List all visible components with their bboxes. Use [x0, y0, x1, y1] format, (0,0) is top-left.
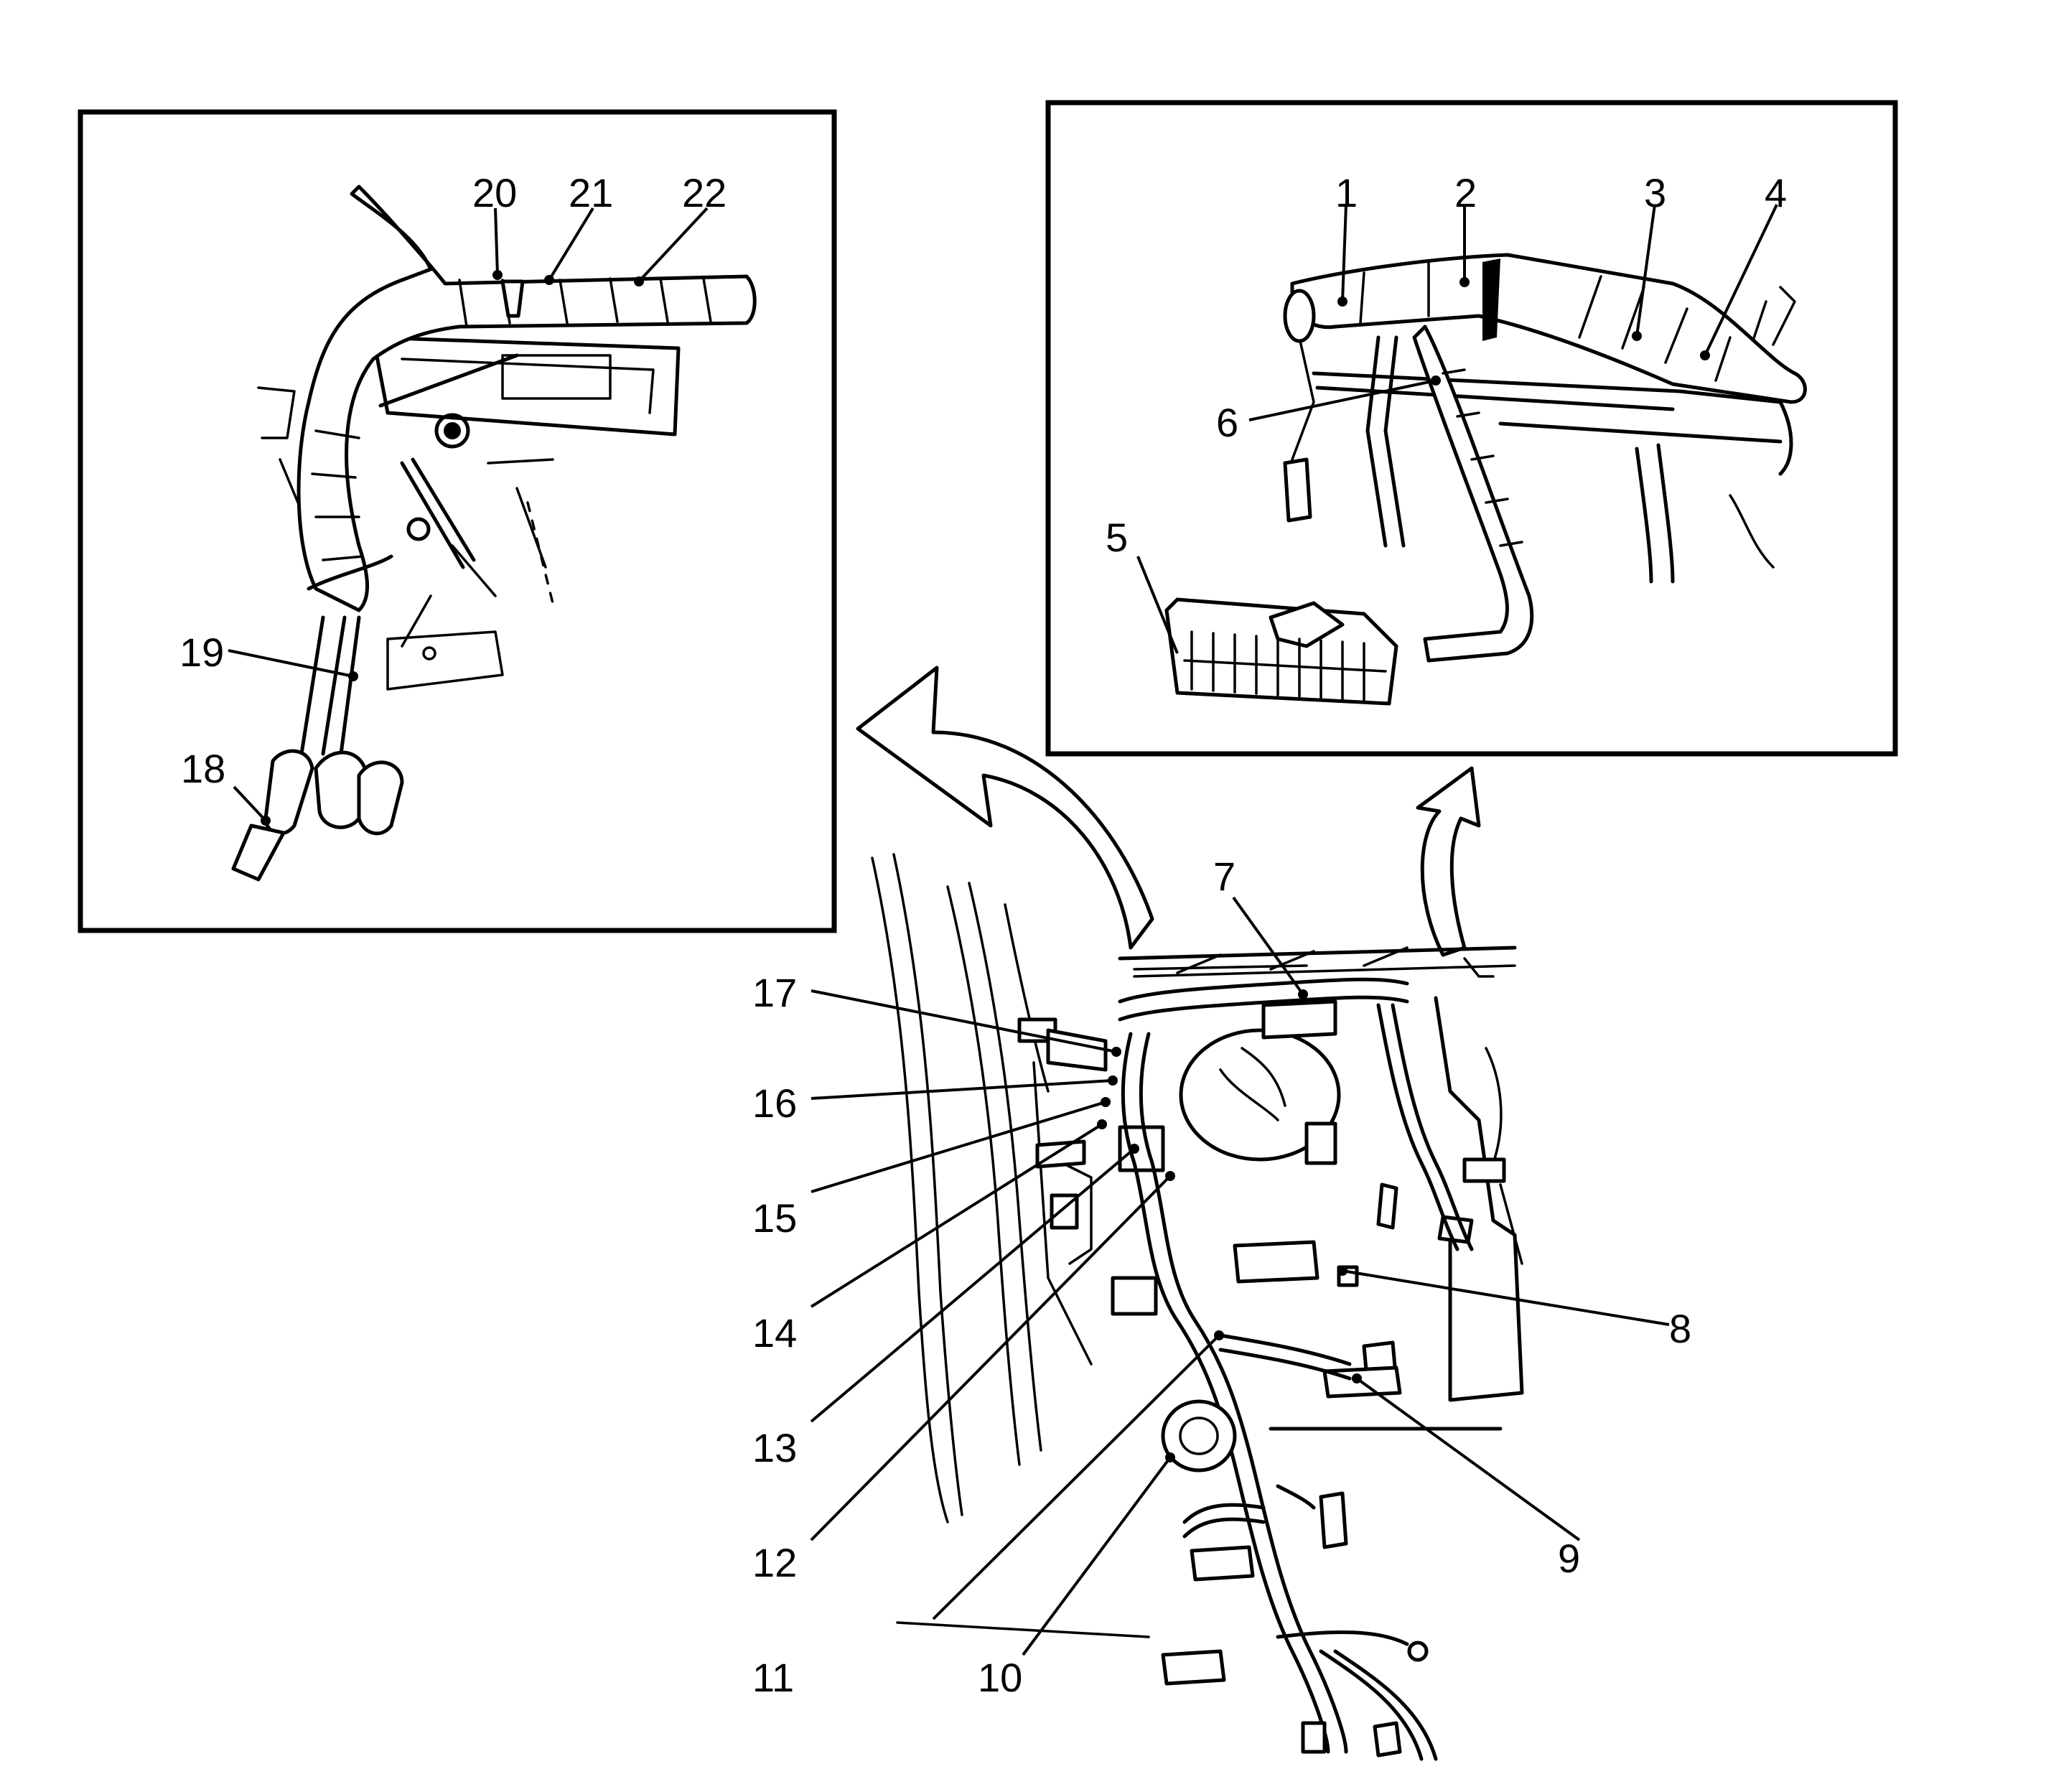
callout-18: 18 [181, 746, 225, 791]
callout-16: 16 [752, 1081, 797, 1126]
callout-4: 4 [1765, 170, 1787, 215]
callout-13: 13 [752, 1425, 797, 1470]
callout-14: 14 [752, 1310, 797, 1355]
view-arrows [856, 666, 1481, 957]
left-inset-dash-panel [257, 335, 681, 691]
callout-3: 3 [1644, 170, 1666, 215]
left-inset-harness [231, 185, 757, 882]
left-inset-frame [78, 109, 837, 933]
callout-17: 17 [752, 970, 797, 1015]
callout-1: 1 [1335, 170, 1358, 215]
right-inset-frame [1045, 100, 1898, 757]
callout-15: 15 [752, 1195, 797, 1241]
callout-2: 2 [1454, 170, 1477, 215]
main-view-harness [1017, 977, 1506, 1761]
callout-19: 19 [179, 630, 224, 675]
callout-22: 22 [682, 170, 727, 215]
callout-9: 9 [1558, 1536, 1580, 1581]
arrow-to-right-inset [1416, 766, 1481, 957]
connector-5-module [1164, 597, 1398, 706]
arrow-to-left-inset [856, 666, 1154, 950]
callout-7: 7 [1213, 854, 1235, 899]
callout-11: 11 [752, 1655, 794, 1700]
callout-10: 10 [978, 1655, 1022, 1700]
right-inset-harness [1283, 253, 1807, 663]
callout-20: 20 [472, 170, 517, 215]
left-detail-inset: 20 21 22 19 18 [78, 109, 837, 933]
right-inset-panel [1283, 286, 1796, 584]
callout-8: 8 [1669, 1306, 1691, 1351]
callout-12: 12 [752, 1540, 797, 1585]
callout-5: 5 [1106, 515, 1128, 560]
right-detail-inset: 1 2 3 4 6 5 [1045, 100, 1898, 757]
callout-21: 21 [569, 170, 613, 215]
main-view-body [871, 853, 1524, 1638]
callout-6: 6 [1216, 400, 1238, 445]
main-view: 7 8 9 10 11 12 13 14 15 16 17 [752, 853, 1691, 1761]
